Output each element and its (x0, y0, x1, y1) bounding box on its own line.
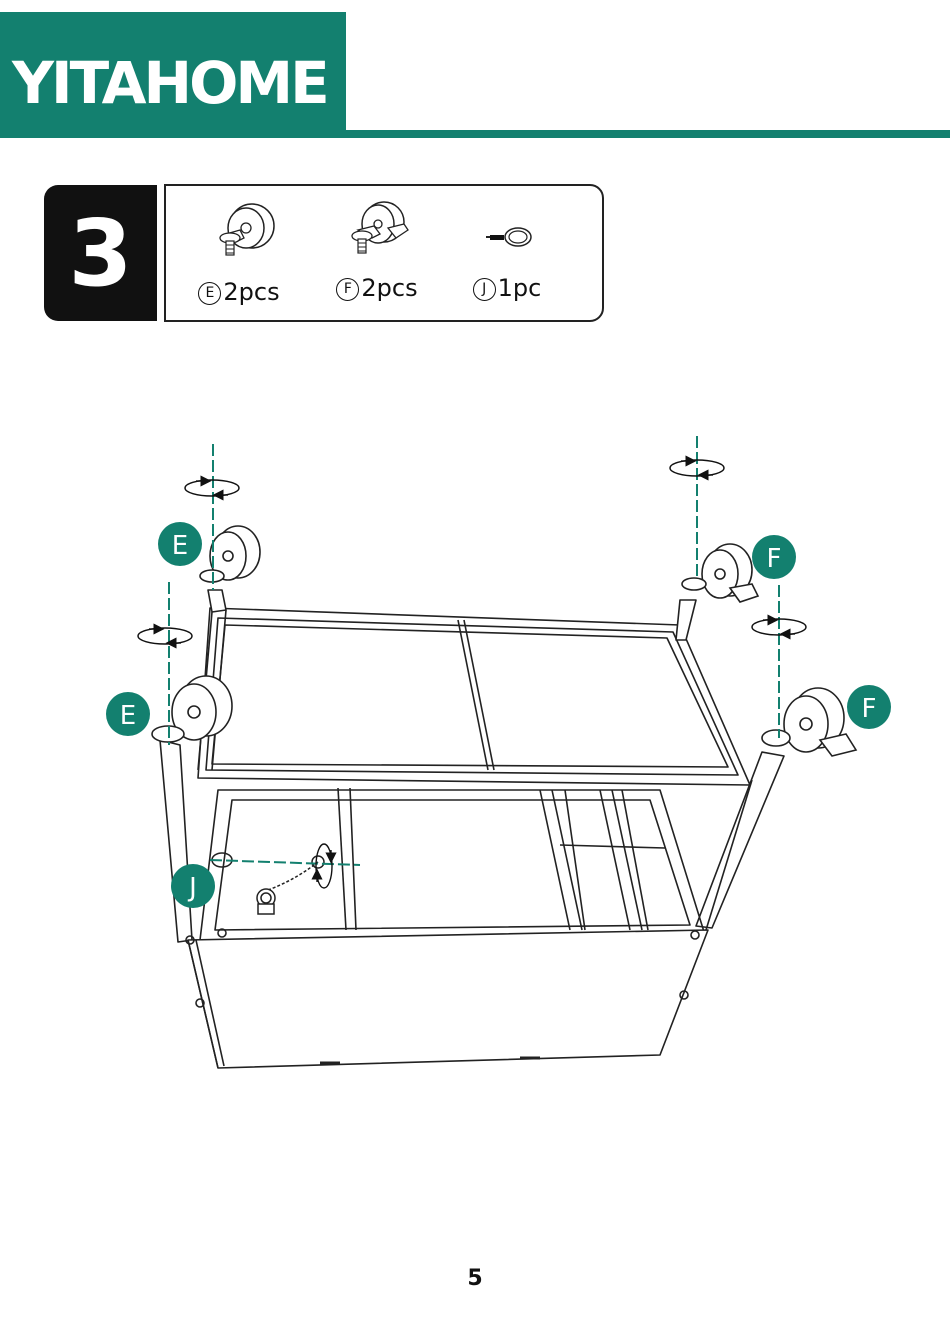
caster-wheel-f-top (682, 544, 758, 602)
page-number: 5 (0, 1266, 950, 1291)
callout-e-top-label: E (172, 531, 188, 561)
callout-f-front-label: F (862, 694, 877, 724)
callout-f-top: F (752, 535, 796, 579)
callout-e-front: E (106, 692, 150, 736)
part-e-letter: E (198, 282, 221, 305)
caster-wheel-e-top (200, 526, 260, 582)
part-j-letter: J (473, 278, 496, 301)
brand-banner: YITAHOME (0, 12, 346, 138)
caster-wheel-e-front (152, 676, 232, 742)
step-number: 3 (68, 200, 132, 307)
callout-e-top: E (158, 522, 202, 566)
part-j-qty: 1pc (498, 274, 542, 302)
step-number-box: 3 (44, 185, 157, 321)
key-ring-icon (442, 194, 572, 274)
caster-wheel-f-front (762, 688, 856, 756)
part-f-letter: F (336, 278, 359, 301)
callout-f-front: F (847, 685, 891, 729)
callout-e-front-label: E (120, 701, 136, 731)
locking-caster-wheel-icon (312, 194, 442, 274)
caster-wheel-icon (174, 194, 304, 274)
brand-logo: YITAHOME (12, 49, 327, 117)
part-e-qty: 2pcs (223, 278, 279, 306)
callout-f-top-label: F (767, 544, 782, 574)
part-f-qty: 2pcs (361, 274, 417, 302)
header-rule (346, 130, 950, 138)
callout-j-label: J (187, 873, 197, 903)
callout-j: J (171, 864, 215, 908)
assembly-diagram: E E F F J (0, 430, 950, 1090)
cart-frame (160, 590, 784, 1068)
